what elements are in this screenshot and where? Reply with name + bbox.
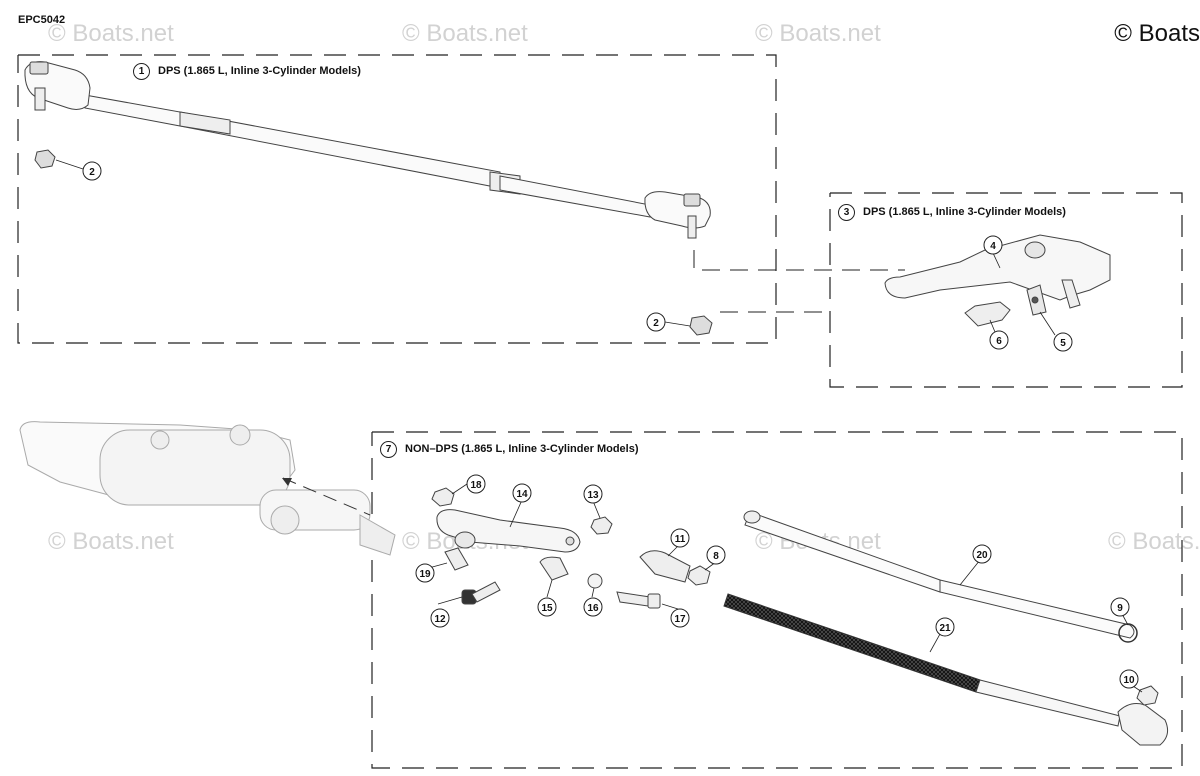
watermark: © Boats.net <box>1108 528 1200 555</box>
callout-label: 5 <box>1060 338 1066 349</box>
callout-label: 13 <box>587 490 599 501</box>
callout-label: 2 <box>89 167 95 178</box>
watermark: © Boats.net <box>48 528 174 555</box>
callout-label: 2 <box>653 318 659 329</box>
threaded-rod <box>723 593 1169 746</box>
section-7-number: 7 <box>380 441 397 458</box>
callout-label: 20 <box>976 550 988 561</box>
copyright-mark: © Boats <box>1114 20 1200 47</box>
section-3-number: 3 <box>838 204 855 221</box>
watermark: © Boats.net <box>755 20 881 47</box>
diagram-code: EPC5042 <box>18 14 66 26</box>
callout-label: 6 <box>996 336 1002 347</box>
callout-label: 10 <box>1123 675 1135 686</box>
steering-cylinder <box>19 421 396 556</box>
nut-part <box>34 149 56 169</box>
hardware-parts <box>431 487 711 609</box>
nut-part <box>689 315 713 336</box>
callout-leaders <box>424 483 1143 693</box>
o-ring-part <box>1118 623 1138 643</box>
dps-tie-bar <box>24 61 711 239</box>
callout-label: 11 <box>675 534 686 545</box>
callout-label: 8 <box>713 551 719 562</box>
section-1-label: DPS (1.865 L, Inline 3-Cylinder Models) <box>158 65 361 77</box>
connector-line <box>282 477 371 516</box>
section-1-title: 1 DPS (1.865 L, Inline 3-Cylinder Models) <box>133 63 361 80</box>
callout-label: 19 <box>419 569 431 580</box>
section-1-number: 1 <box>133 63 150 80</box>
link-arm <box>436 509 581 553</box>
section-7-label: NON–DPS (1.865 L, Inline 3-Cylinder Mode… <box>405 443 639 455</box>
callout-label: 17 <box>674 614 686 625</box>
callout-label: 14 <box>516 489 528 500</box>
steering-rod <box>743 510 1135 639</box>
section-3-label: DPS (1.865 L, Inline 3-Cylinder Models) <box>863 206 1066 218</box>
callout-label: 18 <box>470 480 482 491</box>
callout-label: 15 <box>541 603 553 614</box>
section-3-title: 3 DPS (1.865 L, Inline 3-Cylinder Models) <box>838 204 1066 221</box>
connector-line <box>693 250 905 313</box>
section-7-box <box>371 431 1183 769</box>
callout-label: 4 <box>990 241 996 252</box>
watermark: © Boats.net <box>402 20 528 47</box>
callout-label: 21 <box>939 623 951 634</box>
section-3-box <box>829 192 1183 388</box>
watermark: © Boats.net <box>48 20 174 47</box>
callout-label: 9 <box>1117 603 1123 614</box>
steering-bracket <box>884 234 1111 327</box>
callout-label: 16 <box>587 603 599 614</box>
callout-circles <box>82 161 1139 689</box>
section-7-title: 7 NON–DPS (1.865 L, Inline 3-Cylinder Mod… <box>380 441 639 458</box>
callout-leaders <box>55 159 691 327</box>
callout-label: 12 <box>434 614 446 625</box>
callout-leaders <box>989 252 1056 336</box>
callout-labels: 2 2 4 5 6 8 9 10 11 12 13 14 15 16 17 18… <box>89 167 1135 686</box>
arrow-head <box>282 478 292 486</box>
